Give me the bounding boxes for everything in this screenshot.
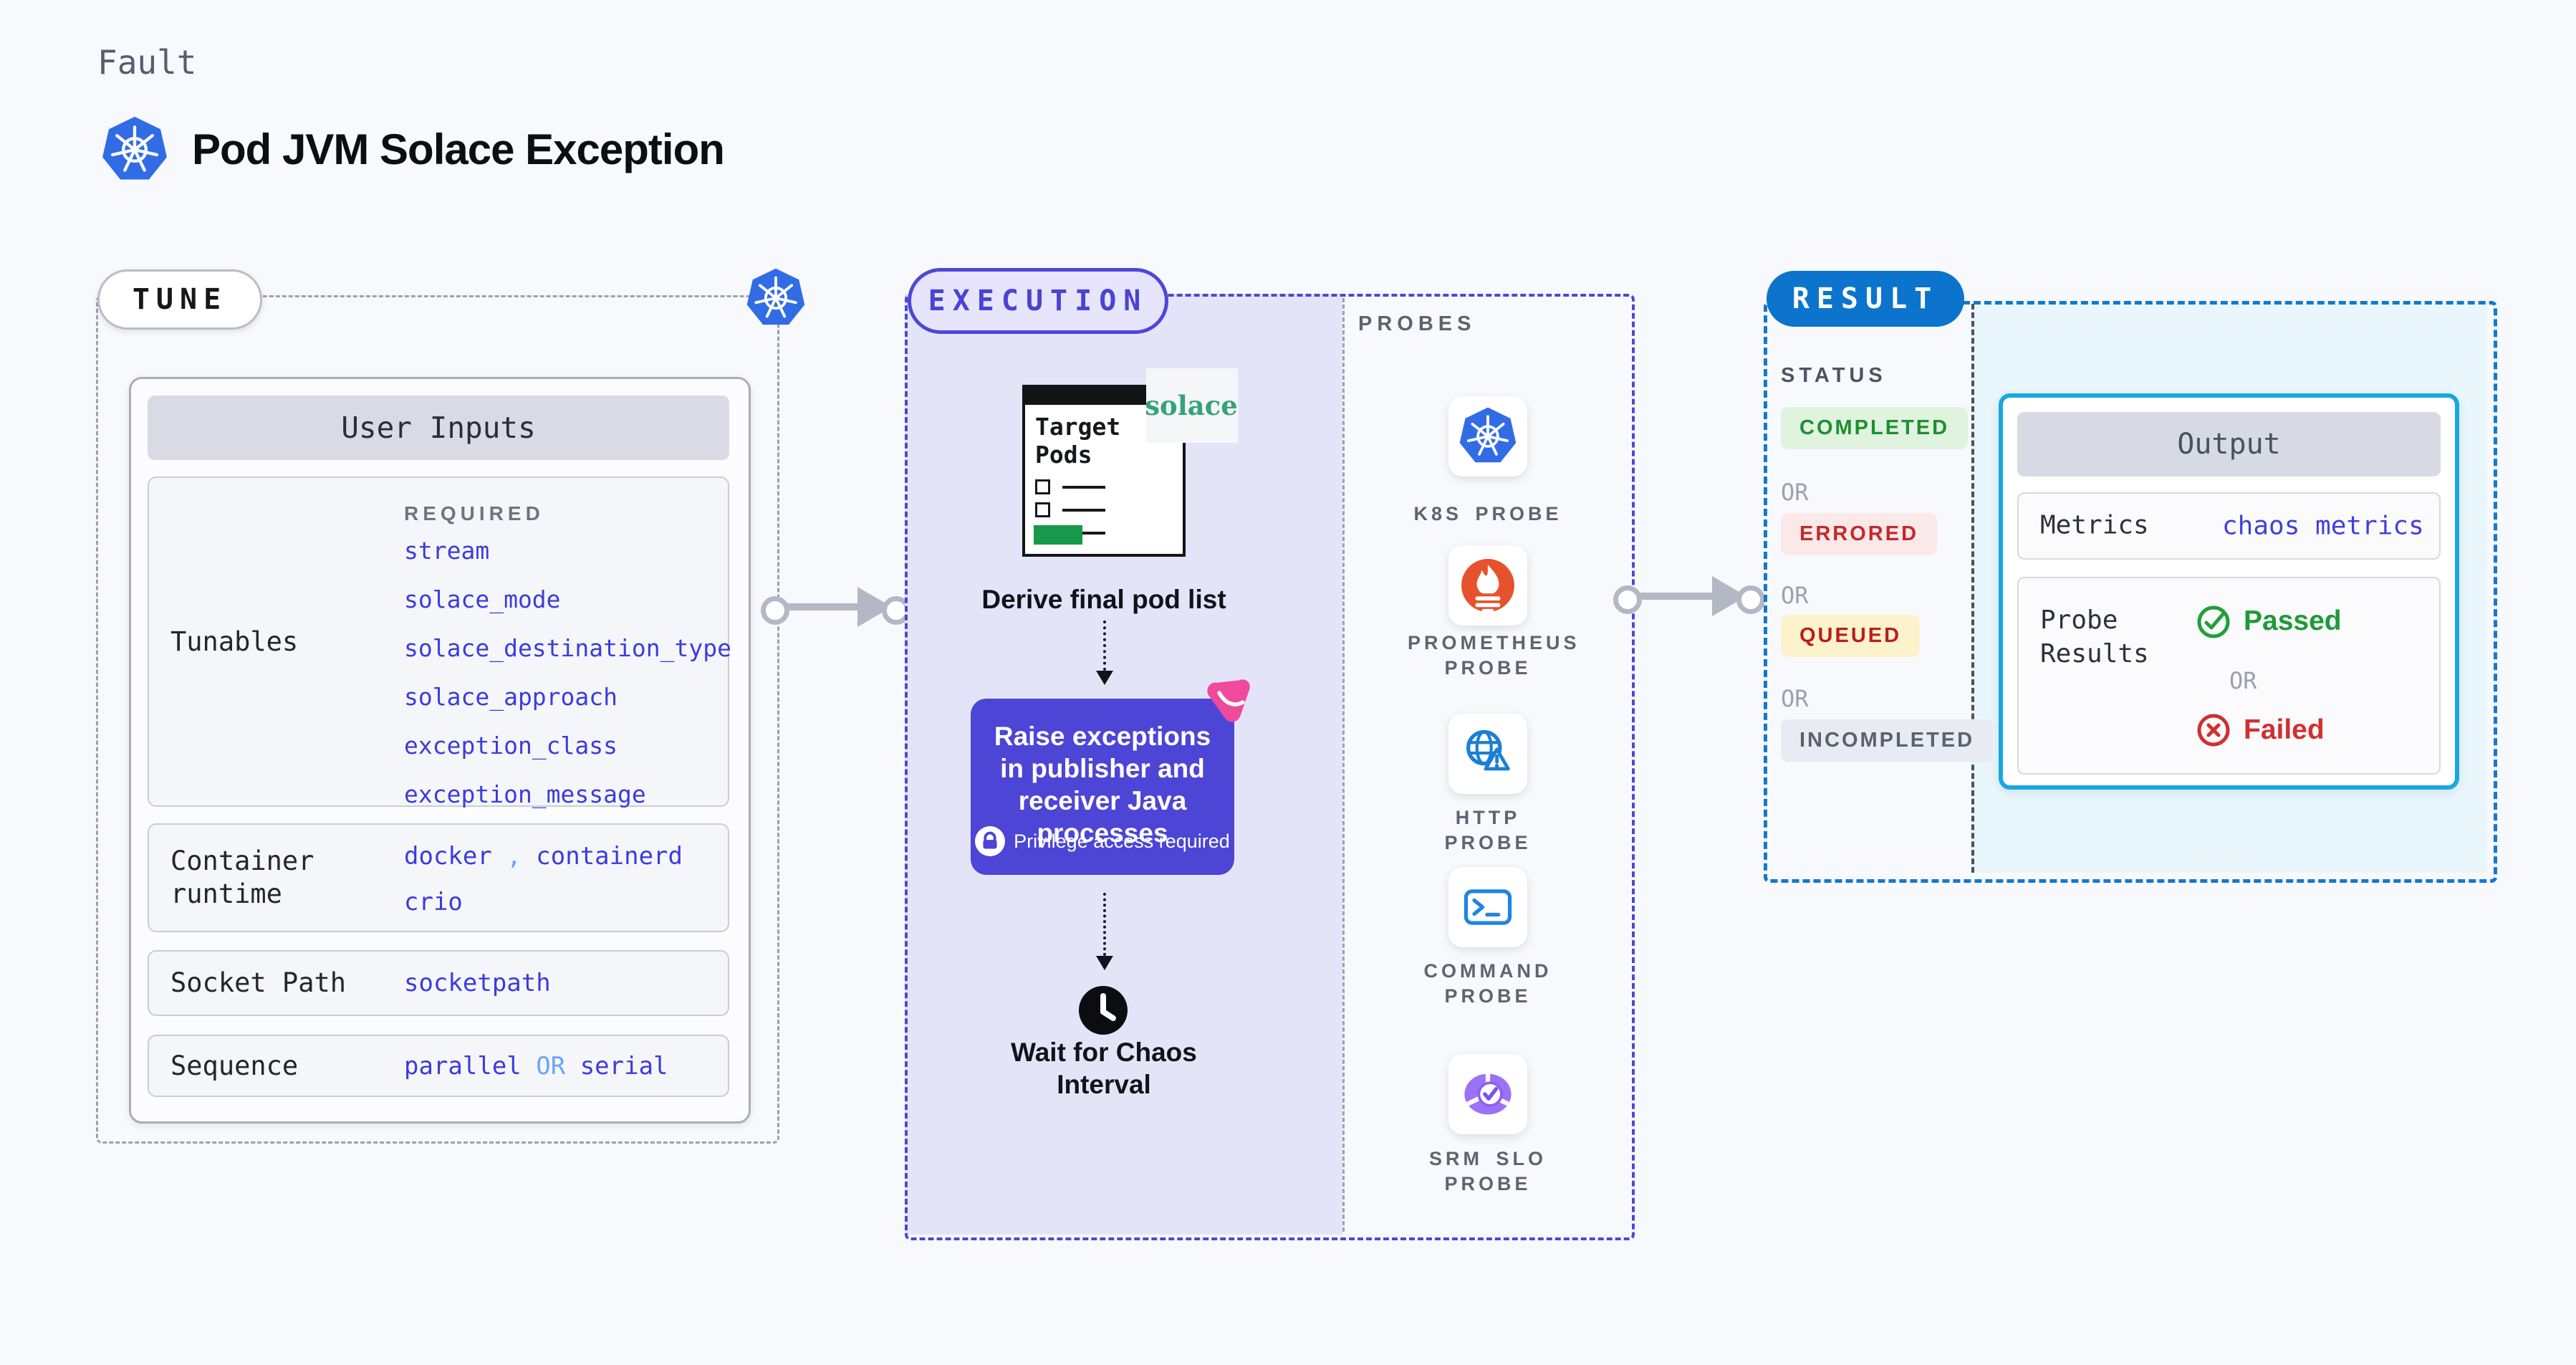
probe-label: K8S PROBE: [1413, 503, 1562, 525]
probe-results-label: Probe Results: [2040, 605, 2149, 669]
sequence-value-serial: serial: [580, 1051, 668, 1081]
probe-label: SRM SLO PROBE: [1428, 1148, 1547, 1195]
output-card: Output Metrics chaos metrics Probe Resul…: [1999, 393, 2459, 790]
probes-header: PROBES: [1358, 312, 1476, 335]
kubernetes-icon: [100, 115, 169, 185]
result-divider: [1971, 304, 1974, 873]
tunables-row: Tunables REQUIRED stream solace_mode sol…: [148, 476, 731, 808]
lock-icon: [975, 826, 1006, 856]
probe-results-row: Probe Results Passed OR Failed: [2017, 577, 2441, 775]
http-globe-icon: [1459, 725, 1517, 782]
container-runtime-values: docker , containerd crio: [404, 842, 683, 916]
probe-card-k8s: [1448, 396, 1527, 476]
status-or: OR: [1781, 582, 1809, 609]
raise-exceptions-box: Raise exceptions in publisher and receiv…: [971, 699, 1234, 875]
runtime-value-containerd: containerd: [536, 842, 683, 871]
status-badge-errored: ERRORED: [1781, 513, 1938, 555]
failed-text: Failed: [2244, 714, 2325, 745]
metrics-label: Metrics: [2040, 510, 2149, 540]
sequence-row: Sequence parallel OR serial: [148, 1035, 729, 1097]
probe-card-prometheus: [1448, 545, 1527, 626]
container-runtime-label: Container runtime: [170, 845, 314, 909]
derive-pod-list-step: Derive final pod list: [981, 585, 1226, 614]
chaos-icon: [1202, 676, 1252, 727]
probe-label: COMMAND PROBE: [1423, 960, 1552, 1007]
flow-arrow-execution-to-result: [1613, 573, 1765, 620]
failed-result: Failed: [2195, 712, 2325, 749]
solace-logo-text: solace: [1145, 390, 1238, 421]
probe-card-command: [1448, 867, 1527, 947]
tunable-value: stream: [404, 537, 490, 565]
wait-chaos-interval-step: Wait for Chaos Interval: [1011, 1038, 1197, 1100]
kubernetes-icon: [745, 267, 807, 327]
probe-label: PROMETHEUS PROBE: [1408, 632, 1580, 679]
tunables-label: Tunables: [170, 626, 299, 657]
probe-label: HTTP PROBE: [1444, 807, 1532, 854]
sequence-or: OR: [536, 1051, 566, 1081]
socket-path-value-wrap: socketpath: [404, 969, 551, 997]
result-section-frame: [1764, 301, 2497, 883]
metrics-value: chaos metrics: [2222, 511, 2424, 541]
socket-path-row: Socket Path socketpath: [148, 950, 729, 1016]
flow-arrow-tune-to-execution: [761, 583, 910, 631]
page-title: Pod JVM Solace Exception: [192, 125, 725, 173]
target-pods-title: Target Pods: [1035, 413, 1121, 469]
status-or: OR: [1781, 479, 1809, 506]
tunable-value: solace_approach: [404, 683, 618, 711]
tunables-values: REQUIRED stream solace_mode solace_desti…: [404, 502, 731, 829]
passed-text: Passed: [2244, 605, 2342, 636]
probes-divider: [1342, 298, 1345, 1232]
execution-section-frame: [905, 294, 1635, 1240]
runtime-value-docker: docker: [404, 842, 492, 871]
prometheus-icon: [1461, 559, 1514, 613]
probe-card-http: [1448, 714, 1527, 794]
sequence-label: Sequence: [170, 1050, 299, 1081]
container-runtime-row: Container runtime docker , containerd cr…: [148, 823, 729, 932]
tunable-value: exception_class: [404, 732, 618, 760]
sequence-value-parallel: parallel: [404, 1051, 522, 1081]
status-or: OR: [1781, 685, 1809, 712]
tunable-value: solace_mode: [404, 585, 561, 613]
user-inputs-card: User Inputs Tunables REQUIRED stream sol…: [129, 377, 751, 1124]
status-badge-queued: QUEUED: [1781, 615, 1921, 657]
required-tag: REQUIRED: [404, 502, 544, 525]
tunable-value: solace_destination_type: [404, 634, 731, 662]
runtime-separator: ,: [506, 842, 522, 871]
x-circle-icon: [2195, 712, 2232, 749]
socket-path-label: Socket Path: [170, 967, 347, 998]
probe-card-srm-slo: [1448, 1054, 1527, 1134]
status-badge-incompleted: INCOMPLETED: [1781, 719, 1994, 762]
tune-section-pill: TUNE: [97, 269, 262, 330]
passed-result: Passed: [2195, 603, 2342, 640]
privilege-row: Privilege access required: [971, 826, 1234, 856]
raise-exceptions-text: Raise exceptions in publisher and receiv…: [994, 722, 1211, 848]
result-section-pill: RESULT: [1767, 271, 1964, 327]
category-label: Fault: [97, 43, 197, 82]
sequence-value-wrap: parallel OR serial: [404, 1052, 668, 1081]
privilege-note: Privilege access required: [1014, 830, 1230, 852]
kubernetes-icon: [1458, 406, 1518, 464]
socket-path-value: socketpath: [404, 969, 551, 997]
execution-section-pill: EXECUTION: [908, 268, 1168, 334]
progress-bar: [1034, 525, 1082, 545]
tunable-value: exception_message: [404, 780, 646, 808]
terminal-icon: [1459, 878, 1517, 936]
clock-icon: [1075, 982, 1132, 1039]
metrics-row: Metrics chaos metrics: [2017, 492, 2441, 560]
runtime-value-crio: crio: [404, 888, 463, 916]
tune-section-frame: [96, 295, 779, 1144]
status-badge-completed: COMPLETED: [1781, 407, 1969, 449]
slo-pie-icon: [1459, 1065, 1517, 1123]
check-circle-icon: [2195, 603, 2232, 640]
user-inputs-header: User Inputs: [148, 396, 729, 460]
solace-logo: solace: [1145, 368, 1238, 443]
status-header: STATUS: [1781, 364, 1887, 387]
output-header: Output: [2017, 412, 2441, 476]
probe-results-or: OR: [2229, 667, 2257, 694]
